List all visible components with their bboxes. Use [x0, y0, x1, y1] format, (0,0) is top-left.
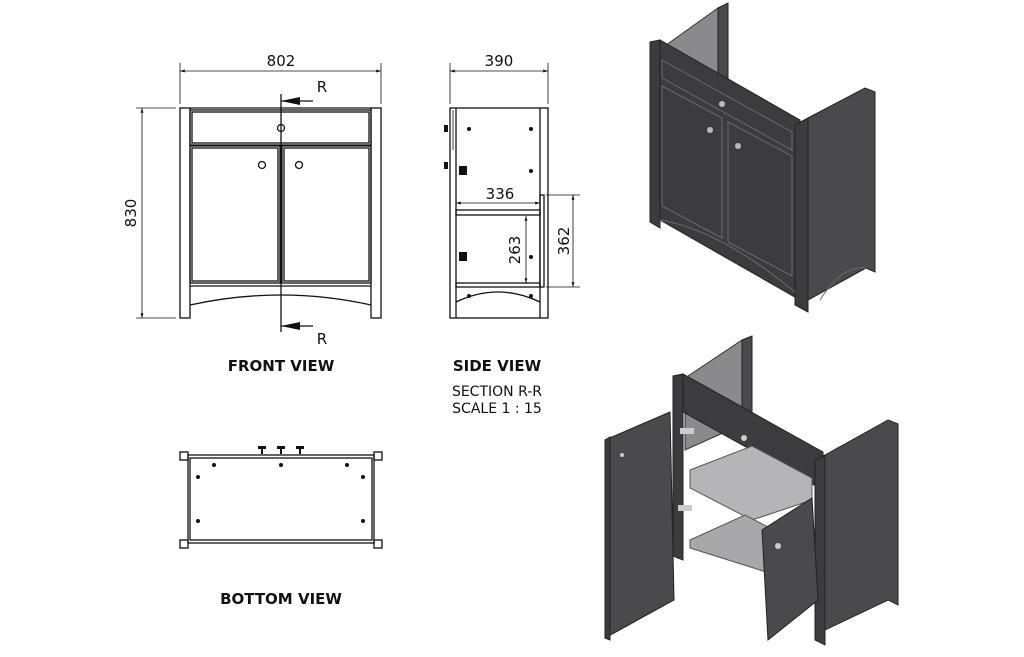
shelf-depth-dimension: 336 [486, 185, 515, 203]
back-height-dimension: 362 [555, 227, 573, 256]
bottom-view: BOTTOM VIEW [179, 446, 383, 608]
door-knob-icon [294, 160, 304, 170]
side-view: 390 336 263 362 SIDE VIEW SECTION R-R SC… [444, 52, 580, 417]
height-dimension: 830 [122, 199, 140, 228]
section-mark-top: R [317, 78, 327, 96]
isometric-open-view [604, 335, 899, 646]
section-mark-bottom: R [317, 330, 327, 348]
door-knob-icon [257, 160, 267, 170]
section-label: SECTION R-R [452, 384, 542, 400]
scale-label: SCALE 1 : 15 [452, 401, 542, 417]
shelf-height-dimension: 263 [506, 236, 524, 265]
isometric-closed-view [649, 2, 876, 313]
width-dimension: 802 [267, 52, 296, 70]
front-view-label: FRONT VIEW [228, 357, 335, 375]
depth-dimension: 390 [485, 52, 514, 70]
front-view: 802 830 R R FRONT VIEW [122, 52, 382, 375]
side-view-label: SIDE VIEW [453, 357, 542, 375]
bottom-view-label: BOTTOM VIEW [220, 590, 342, 608]
